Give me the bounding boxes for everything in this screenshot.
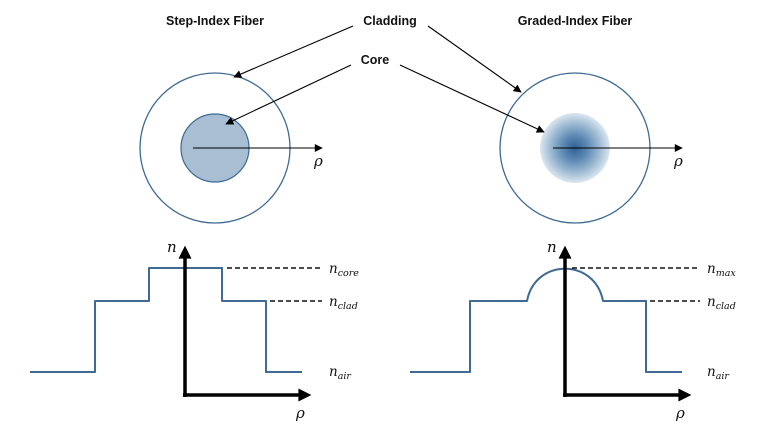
cladding-arrow-right <box>427 25 522 93</box>
right-profile-plot: n ρ nmax nclad nair <box>410 238 736 422</box>
core-label: Core <box>361 53 390 67</box>
left-rho-plot-label: ρ <box>295 404 305 422</box>
right-rho-axis-label: ρ <box>673 152 683 170</box>
core-arrow-left <box>225 64 352 125</box>
left-ncore-label: ncore <box>329 261 359 279</box>
right-n-axis-label: n <box>547 238 557 256</box>
right-nclad-label: nclad <box>707 294 736 312</box>
right-rho-plot-label: ρ <box>675 404 685 422</box>
right-nmax-label: nmax <box>707 261 736 279</box>
left-cross-section: ρ <box>139 72 323 224</box>
right-fiber-title: Graded-Index Fiber <box>518 14 633 28</box>
cladding-arrow-left <box>233 25 354 78</box>
right-nair-label: nair <box>707 364 730 382</box>
left-n-axis-label: n <box>167 238 177 256</box>
callouts: Cladding Core <box>225 14 545 133</box>
left-fiber-title: Step-Index Fiber <box>166 14 264 28</box>
core-arrow-right <box>399 64 545 133</box>
right-cross-section: ρ <box>499 72 683 224</box>
left-rho-axis-label: ρ <box>313 152 323 170</box>
left-nclad-label: nclad <box>329 294 358 312</box>
cladding-label: Cladding <box>363 14 416 28</box>
left-profile-line <box>30 267 302 373</box>
left-profile-plot: n ρ ncore nclad nair <box>30 238 359 422</box>
right-profile-line <box>410 267 682 373</box>
left-nair-label: nair <box>329 364 352 382</box>
